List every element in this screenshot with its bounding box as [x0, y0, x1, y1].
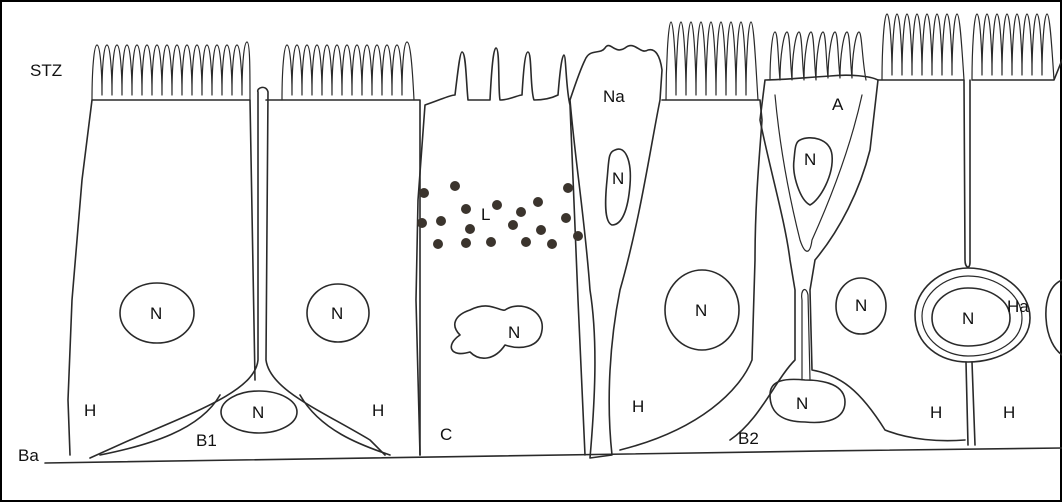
microvilli-cell-3 [666, 22, 758, 100]
label-ba: Ba [18, 447, 39, 464]
microvilli-cell-1 [92, 42, 250, 100]
label-n-5: N [612, 170, 624, 187]
b1-cell-body [100, 395, 390, 455]
cell-a-outline [730, 75, 965, 440]
label-h-4: H [930, 404, 942, 421]
label-n-10: N [796, 395, 808, 412]
cell-a-nucleus [794, 138, 833, 205]
right-edge-nucleus-partial [1046, 280, 1062, 355]
cell-a-inner [775, 95, 862, 251]
label-stz: STZ [30, 62, 62, 79]
label-n-9: N [962, 310, 974, 327]
cell-c-outline [416, 48, 585, 455]
label-h-3: H [632, 398, 644, 415]
label-ha: Ha [1007, 298, 1029, 315]
cell-h-4-outline [878, 80, 970, 267]
cell-h-5-outline [972, 60, 1062, 80]
label-n-3: N [252, 404, 264, 421]
label-b2: B2 [738, 430, 759, 447]
cell-ha-stalk [966, 362, 975, 445]
cell-h-2-outline [266, 100, 420, 455]
microvilli-cell-4 [882, 14, 964, 80]
label-n-4: N [508, 324, 520, 341]
label-n-1: N [150, 305, 162, 322]
label-n-8: N [855, 297, 867, 314]
label-h-2: H [372, 402, 384, 419]
label-l: L [481, 206, 490, 223]
secretory-granules [417, 181, 583, 249]
label-na: Na [603, 88, 625, 105]
microvilli-cell-a [770, 32, 866, 80]
b1-apical-process [90, 87, 385, 458]
label-h-1: H [84, 402, 96, 419]
label-h-5: H [1003, 404, 1015, 421]
b2-process [802, 290, 810, 380]
basal-lamina [45, 448, 1062, 463]
microvilli-cell-2 [282, 42, 414, 100]
label-n-2: N [331, 305, 343, 322]
cell-na-outline [570, 46, 662, 458]
label-a: A [832, 96, 843, 113]
microvilli-cell-5 [972, 14, 1054, 80]
label-n-7: N [804, 151, 816, 168]
label-c: C [440, 426, 452, 443]
label-b1: B1 [196, 432, 217, 449]
label-n-6: N [695, 302, 707, 319]
cell-c-nucleus [451, 306, 542, 358]
